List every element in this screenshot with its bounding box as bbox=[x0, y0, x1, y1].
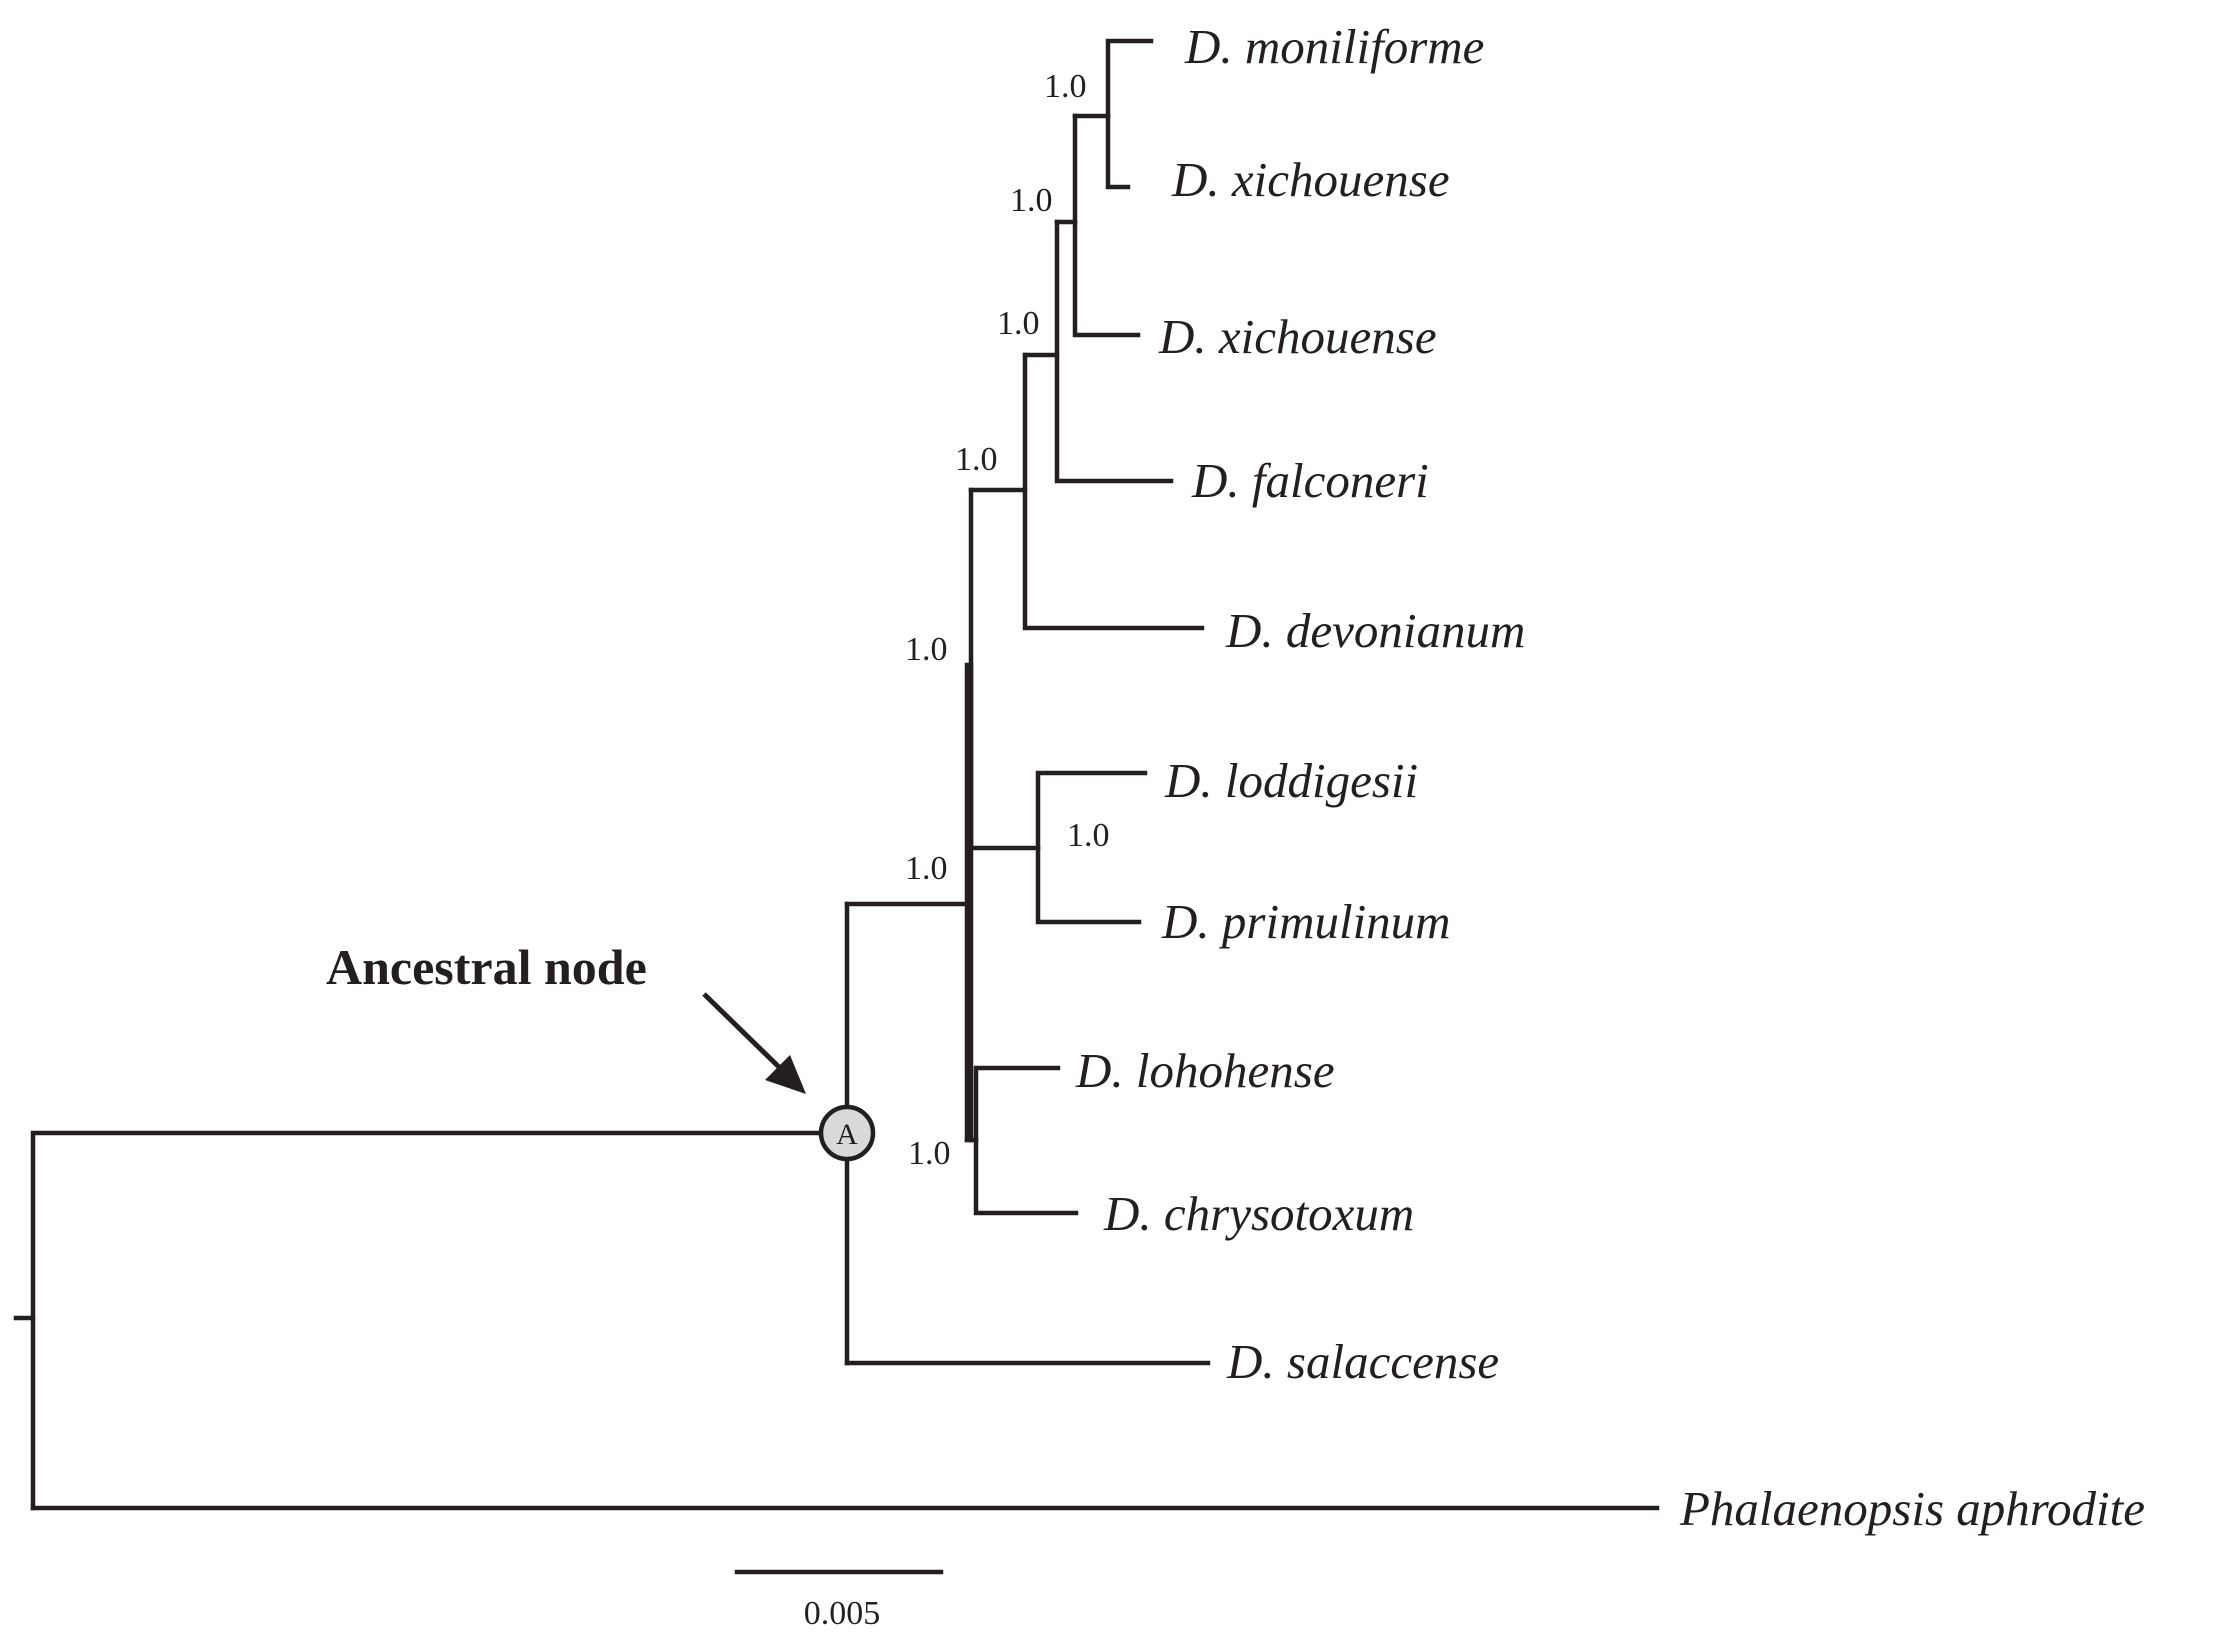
support-value: 1.0 bbox=[905, 850, 948, 887]
taxon-label: D. moniliforme bbox=[1184, 19, 1484, 74]
taxon-label: D. loddigesii bbox=[1164, 753, 1418, 808]
taxon-label: D. primulinum bbox=[1161, 894, 1451, 949]
ancestral-node-annotation: Ancestral node bbox=[326, 939, 647, 995]
support-value: 1.0 bbox=[1044, 68, 1087, 105]
branch-xichouense2-node bbox=[1072, 113, 1141, 338]
branch-root-to-ancestral bbox=[30, 1130, 848, 1511]
branch-moniliforme-xichouense1 bbox=[1105, 38, 1154, 190]
taxon-label: D. salaccense bbox=[1226, 1334, 1499, 1389]
support-value: 1.0 bbox=[955, 441, 998, 478]
annotation-arrow-shaft bbox=[702, 992, 783, 1071]
branch-falconeri-node bbox=[1054, 219, 1174, 484]
ancestral-node-marker bbox=[818, 1104, 876, 1162]
ancestral-node-letter: A bbox=[836, 1118, 858, 1151]
support-value: 1.0 bbox=[1067, 817, 1110, 854]
taxon-label: D. xichouense bbox=[1171, 152, 1450, 207]
branch-lohohense bbox=[973, 1065, 1079, 1216]
scale-bar-label: 0.005 bbox=[804, 1595, 881, 1632]
taxon-label: D. lohohense bbox=[1075, 1043, 1335, 1098]
branch-devonianum-node bbox=[1022, 352, 1205, 631]
branch-loddigesii-primulinum bbox=[1035, 770, 1148, 925]
annotation-arrowhead-icon bbox=[765, 1055, 806, 1094]
support-value: 1.0 bbox=[1010, 182, 1053, 219]
taxon-label: D. devonianum bbox=[1225, 603, 1525, 658]
support-value: 1.0 bbox=[997, 305, 1040, 342]
taxon-label: Phalaenopsis aphrodite bbox=[1679, 1481, 2145, 1536]
support-value: 1.0 bbox=[905, 631, 948, 668]
taxon-label: D. chrysotoxum bbox=[1103, 1186, 1414, 1241]
taxon-label: D. xichouense bbox=[1158, 309, 1437, 364]
support-value: 1.0 bbox=[908, 1135, 951, 1172]
taxon-label: D. falconeri bbox=[1191, 453, 1429, 508]
